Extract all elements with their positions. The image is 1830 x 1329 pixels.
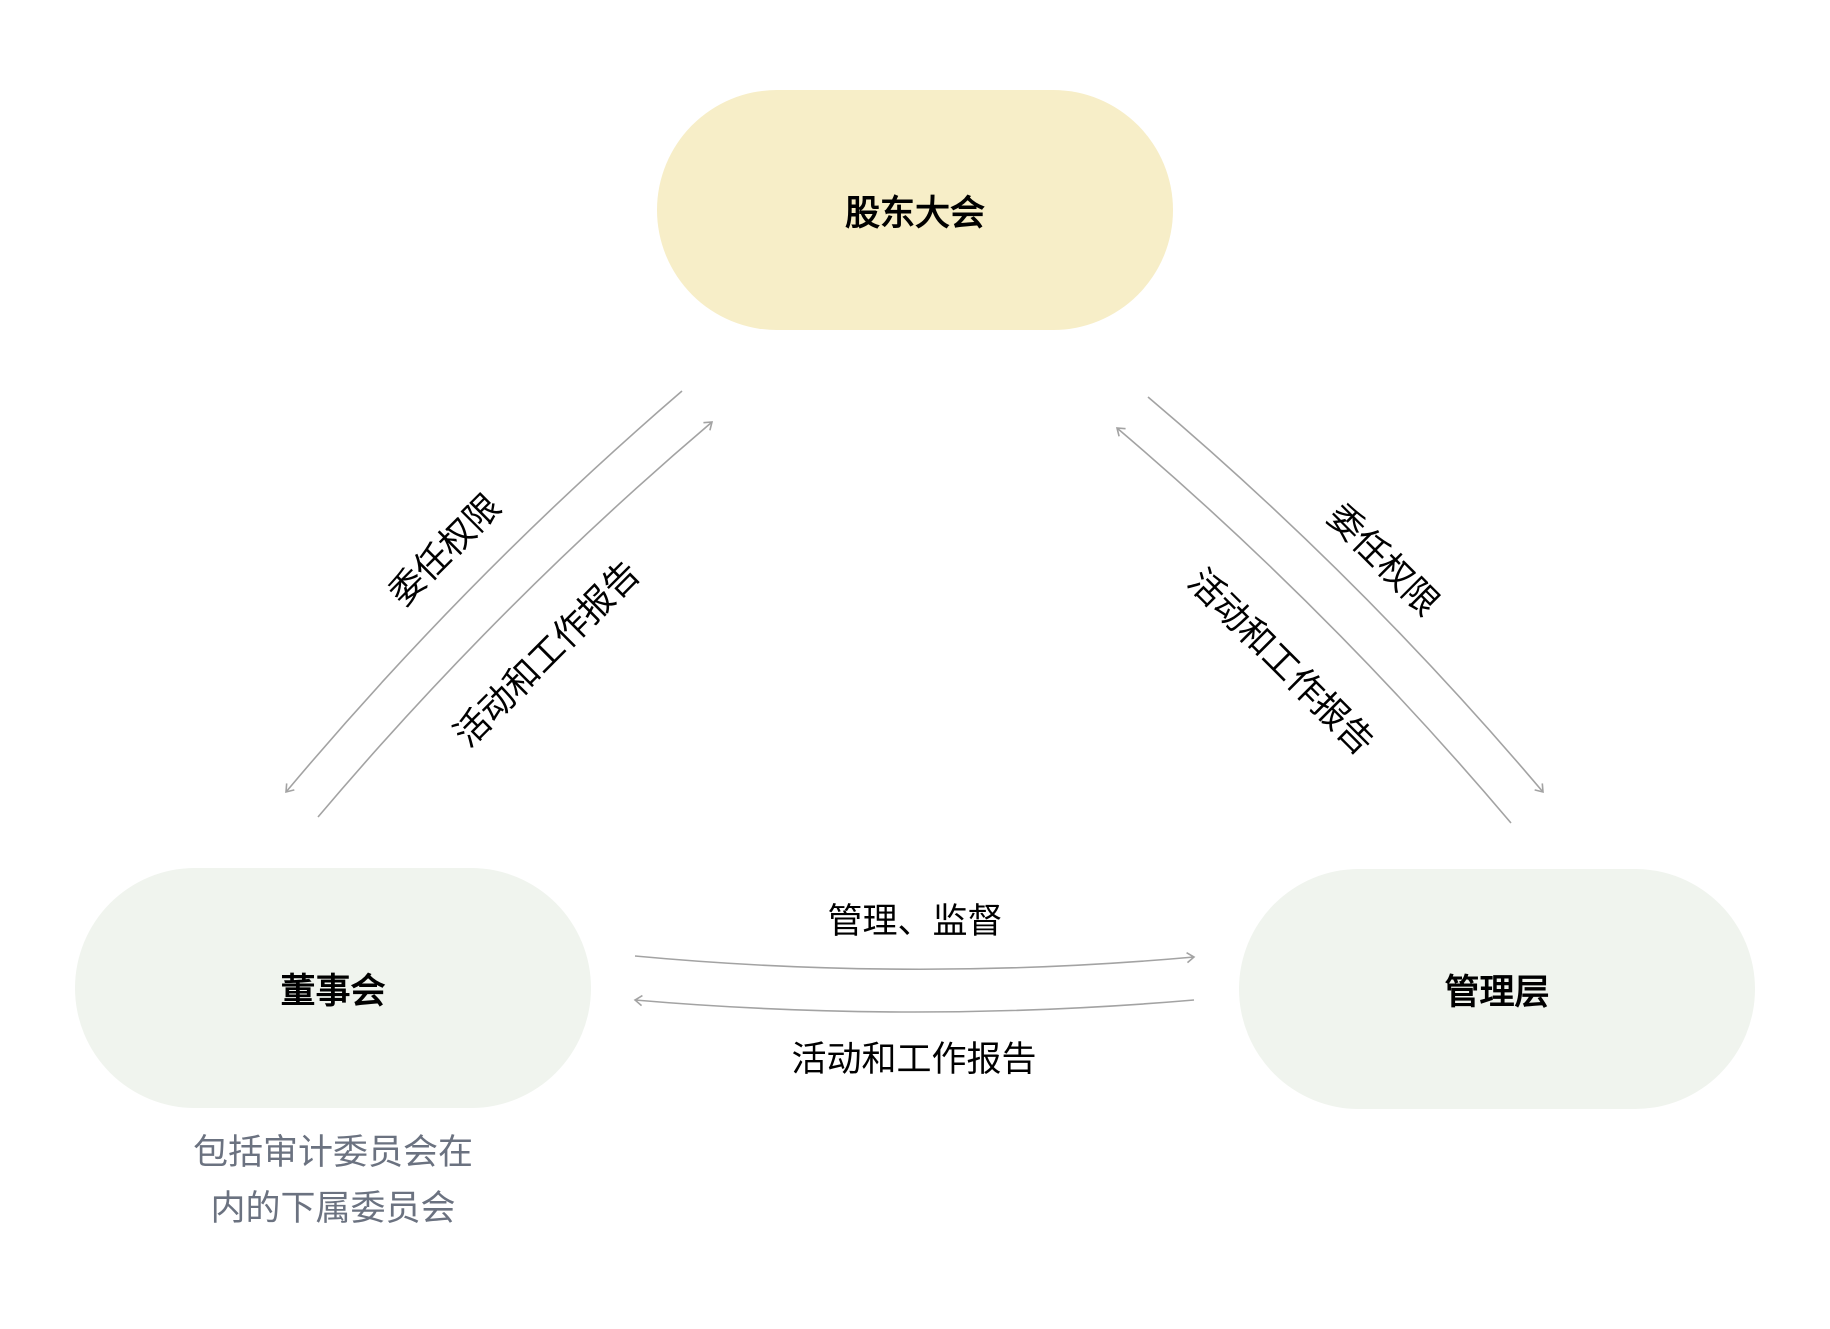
arrow-board-to-management — [634, 951, 1196, 971]
node-label: 股东大会 — [844, 193, 985, 234]
board-caption: 包括审计委员会在 内的下属委员会 — [75, 1125, 591, 1237]
arrow-shareholders-to-board — [285, 390, 683, 794]
edge-label-manage-supervise: 管理、监督 — [827, 902, 1003, 942]
node-shareholders-meeting: 股东大会 — [657, 90, 1173, 330]
arrow-board-to-shareholders — [317, 421, 714, 818]
node-label: 管理层 — [1444, 972, 1550, 1013]
arrow-management-to-shareholders — [1115, 427, 1512, 824]
arrow-shareholders-to-management — [1147, 396, 1544, 794]
caption-line: 内的下属委员会 — [210, 1189, 456, 1229]
caption-line: 包括审计委员会在 — [192, 1133, 473, 1173]
edge-label-report-bottom: 活动和工作报告 — [791, 1040, 1037, 1080]
node-label: 董事会 — [280, 971, 386, 1012]
arrow-management-to-board — [633, 994, 1195, 1013]
node-board-of-directors: 董事会 — [75, 868, 591, 1108]
node-management: 管理层 — [1239, 869, 1755, 1109]
